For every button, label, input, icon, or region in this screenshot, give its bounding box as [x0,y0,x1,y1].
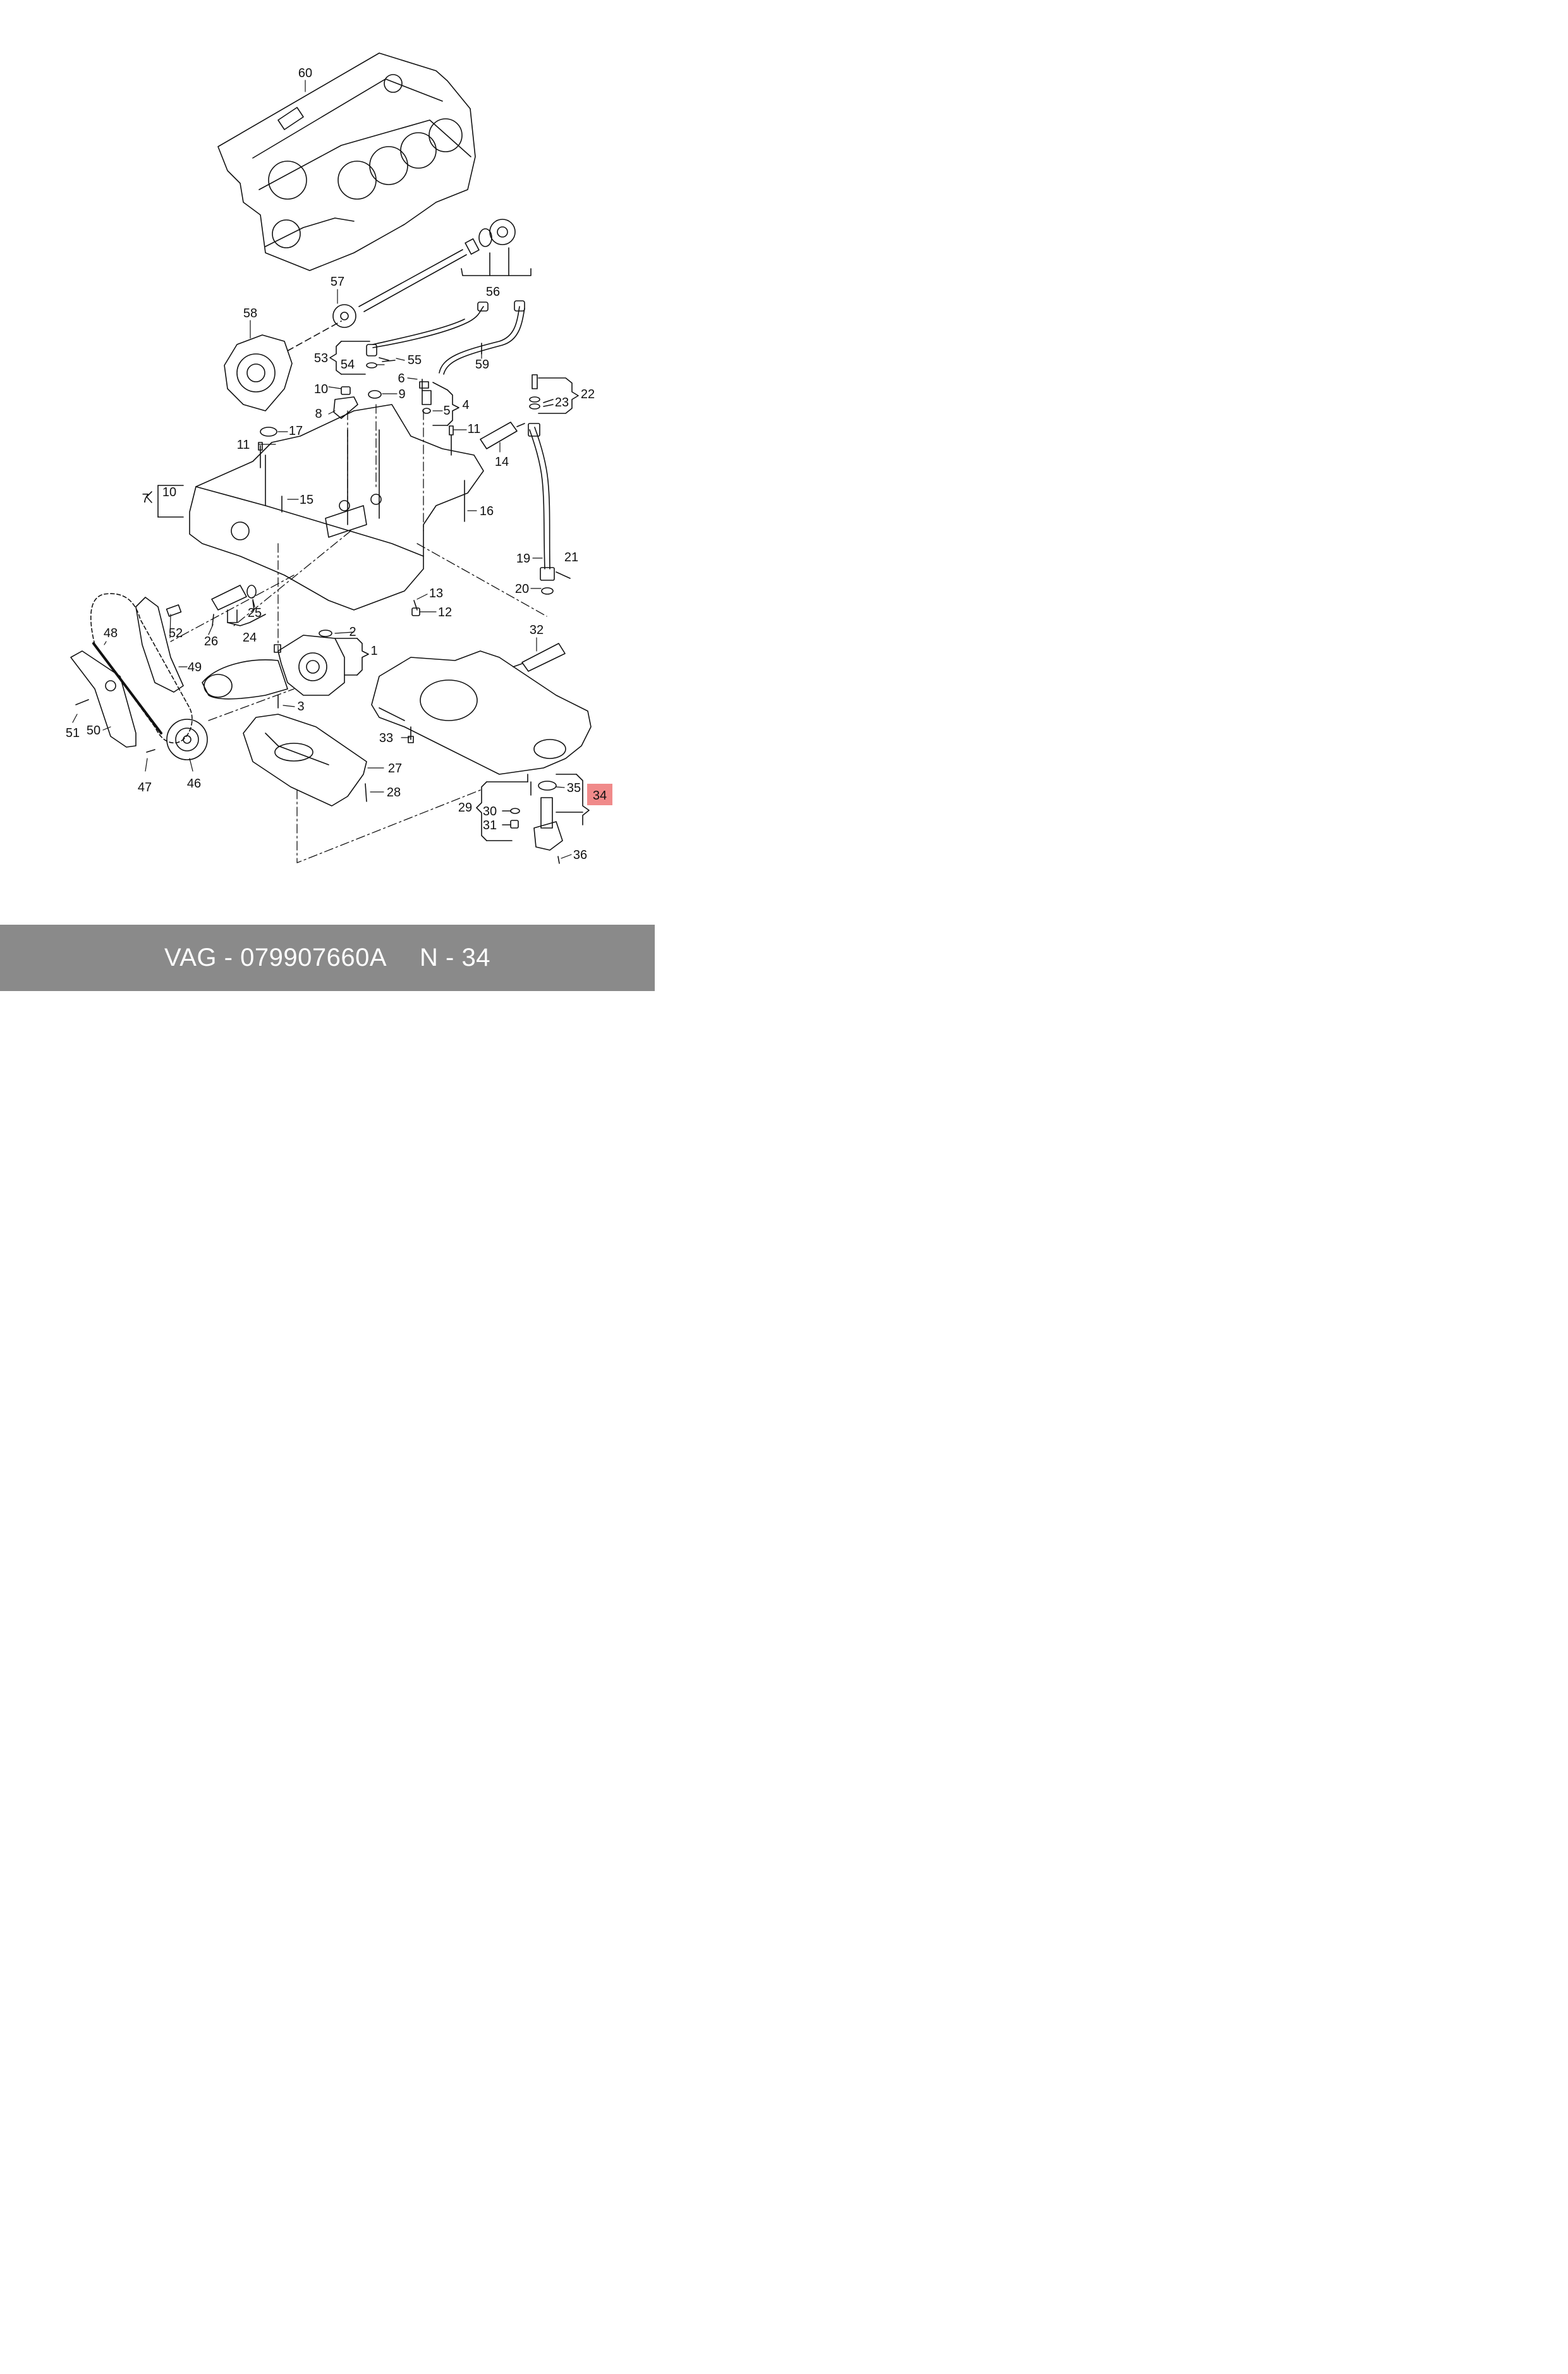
part-label-13: 13 [429,587,443,600]
part-label-29: 29 [458,801,472,815]
timing-chain-drawing [70,593,208,760]
part-label-6: 6 [398,372,404,386]
part-label-14: 14 [495,455,509,469]
balance-shaft-drawing [332,219,532,328]
upper-oil-pan-drawing [189,404,484,611]
part-label-48: 48 [104,626,118,640]
part-label-10-a: 10 [314,382,328,396]
part-label-20: 20 [515,582,529,596]
dipstick-tube-drawing [528,374,579,595]
part-label-23: 23 [555,396,569,410]
part-label-24: 24 [243,631,257,645]
highlight-box [587,784,612,805]
part-label-47: 47 [138,781,152,794]
part-label-16: 16 [480,504,494,518]
part-label-19: 19 [516,552,530,566]
position-separator: - [446,944,454,971]
part-label-35: 35 [567,781,581,795]
part-label-11-b: 11 [468,422,481,436]
part-label-56: 56 [486,285,500,299]
pump-housing-drawing [224,320,342,411]
part-label-26: 26 [204,635,218,648]
brand-name: VAG [164,944,217,971]
part-label-52: 52 [169,626,183,640]
oil-lines-drawing [372,300,525,375]
part-label-32: 32 [530,623,544,637]
part-info-footer: VAG - 079907660A N - 34 [0,925,655,991]
part-label-28: 28 [387,786,401,800]
part-number: 079907660A [240,944,387,971]
page: 60 56 57 58 53 54 55 59 6 4 5 10 9 8 17 … [0,0,655,991]
part-label-8: 8 [315,407,322,421]
part-label-27: 27 [388,762,402,776]
part-label-30: 30 [483,805,497,819]
part-label-55: 55 [408,353,422,367]
part-label-33: 33 [379,731,393,745]
position-prefix: N [420,944,439,971]
part-label-2: 2 [349,625,356,639]
part-label-9: 9 [398,387,405,401]
part-label-4: 4 [462,398,469,412]
part-label-10-b: 10 [162,485,176,499]
part-label-17: 17 [289,424,303,438]
part-label-54: 54 [341,358,355,372]
part-label-15: 15 [300,493,313,507]
part-label-12: 12 [438,606,452,619]
part-label-51: 51 [66,726,80,740]
part-label-57: 57 [331,275,344,289]
oil-level-sensor-drawing [510,774,590,864]
part-label-58: 58 [243,307,257,320]
part-label-7: 7 [142,492,149,506]
part-label-21: 21 [564,551,578,564]
part-label-53: 53 [314,351,328,365]
engine-block-drawing [217,52,476,271]
part-label-50: 50 [87,724,100,738]
part-label-46: 46 [187,777,201,791]
part-label-36: 36 [573,848,587,862]
position-number: 34 [461,944,490,971]
exploded-parts-diagram: 60 56 57 58 53 54 55 59 6 4 5 10 9 8 17 … [66,52,612,864]
part-label-25: 25 [248,606,262,620]
part-label-59: 59 [475,358,489,372]
part-label-22: 22 [581,387,595,401]
part-label-49: 49 [188,660,202,674]
part-label-1: 1 [370,644,377,658]
oil-pump-drawing [202,630,369,709]
part-label-3: 3 [297,700,304,714]
footer-separator: - [224,944,233,971]
part-label-5: 5 [443,404,450,418]
highlighted-part-label: 34 [593,789,607,803]
oil-sump-drawing [371,650,592,775]
part-label-11-a: 11 [237,438,250,452]
part-label-31: 31 [483,819,497,832]
part-label-60: 60 [298,66,312,80]
highlighted-part-34[interactable]: 34 [587,784,612,805]
